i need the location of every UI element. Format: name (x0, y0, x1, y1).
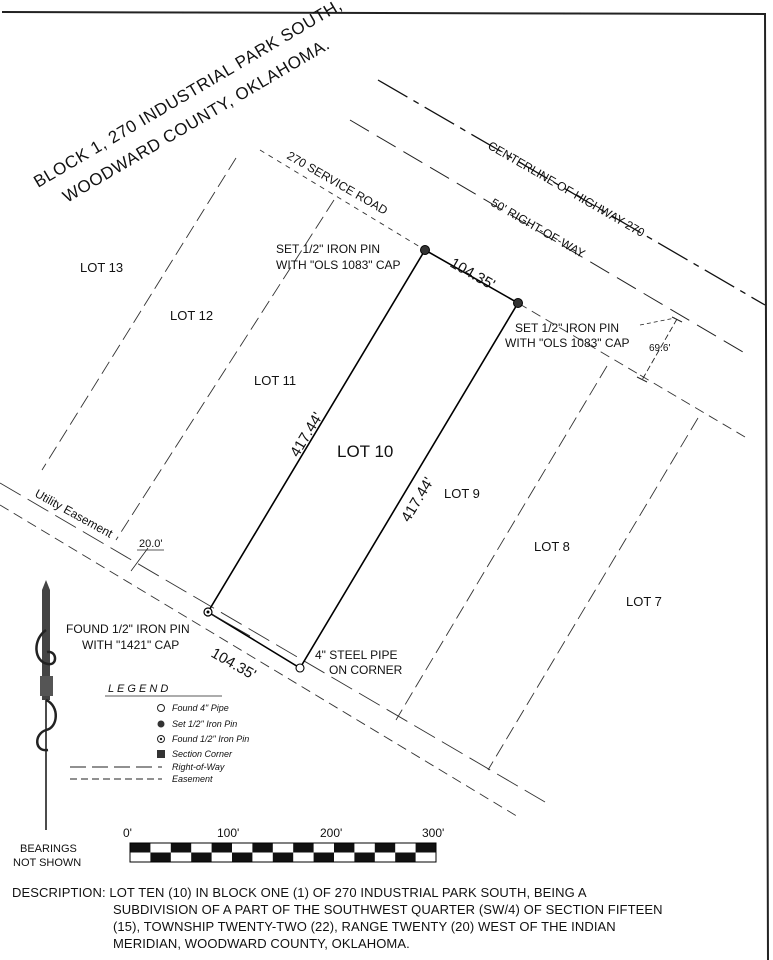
bearings-note-line-2: NOT SHOWN (13, 857, 81, 869)
steel-pipe-line-1: 4" STEEL PIPE (315, 648, 398, 662)
scale-bar-cell (232, 852, 253, 862)
east-side-dim: 417.44' (398, 474, 438, 525)
scale-bar-cell (313, 852, 334, 862)
scale-bar-cell (170, 843, 192, 853)
found-iron-pin-marker-dot (206, 610, 210, 614)
frame-border (1, 11, 769, 960)
highway-centerline (377, 79, 766, 306)
lot-line-9-8 (395, 365, 608, 721)
found-pin-line-1: FOUND 1/2" IRON PIN (66, 622, 190, 636)
rear-frontage-dim: 104.35' (208, 645, 259, 684)
row-offset-tick-bottom (636, 376, 648, 383)
set-iron-pin-marker (420, 245, 430, 255)
scale-bar-cell (252, 843, 273, 853)
lot-line-13-12 (41, 157, 237, 471)
legend-set-pin-icon (157, 720, 165, 728)
scale-bar-cells (130, 843, 436, 862)
scale-bar-cell (415, 843, 436, 853)
right-of-way-label: 50' RIGHT-OF-WAY (489, 195, 588, 260)
row-offset-dim-line (641, 318, 678, 381)
legend-label: Set 1/2" Iron Pin (172, 719, 237, 729)
lot-12-label: LOT 12 (170, 308, 213, 323)
scale-bar-frame (129, 842, 437, 863)
description-label: DESCRIPTION: (12, 885, 106, 900)
utility-easement-line-upper (0, 482, 546, 803)
lot-line-8-7 (487, 417, 699, 771)
lot-13-label: LOT 13 (80, 260, 123, 275)
lot-10-dim-ext (207, 611, 251, 637)
scale-tick-label: 100' (217, 826, 239, 840)
row-offset-dim: 69.6' (649, 343, 670, 354)
lot-8-label: LOT 8 (534, 539, 570, 554)
easement-dim-left (130, 547, 149, 572)
set-pin-b-line-1: SET 1/2" IRON PIN (515, 321, 619, 335)
easement-width-dim: 20.0' (139, 538, 163, 550)
found-steel-pipe-marker (295, 663, 305, 673)
north-arrow-icon (35, 580, 57, 830)
found-pin-line-2: WITH "1421" CAP (82, 638, 179, 652)
service-road-front-line (517, 302, 641, 376)
legend-label: Right-of-Way (172, 762, 225, 772)
legend-found-pipe-icon (157, 704, 165, 712)
centerline-label: CENTERLINE OF HIGHWAY 270 (486, 138, 648, 240)
scale-bar-cell (150, 852, 171, 862)
plat-title-line-2: WOODWARD COUNTY, OKLAHOMA. (59, 35, 333, 207)
legend-title: L E G E N D (108, 683, 168, 695)
legend-label: Easement (172, 774, 213, 784)
scale-bar-cell (354, 852, 375, 862)
legend-section-corner-icon (157, 750, 165, 758)
lot-10-label: LOT 10 (337, 442, 393, 461)
scale-bar-cell (272, 852, 294, 862)
set-iron-pin-marker (513, 298, 523, 308)
scale-bar-cell (293, 843, 314, 853)
description-line-2: SUBDIVISION OF A PART OF THE SOUTHWEST Q… (113, 902, 663, 917)
description-line-1: DESCRIPTION: LOT TEN (10) IN BLOCK ONE (… (12, 884, 767, 901)
scale-tick-label: 200' (320, 826, 342, 840)
scale-tick-label: 0' (123, 826, 132, 840)
utility-easement-label: Utility Easement (33, 486, 116, 541)
utility-easement-line-lower (0, 504, 521, 819)
description-line-3: (15), TOWNSHIP TWENTY-TWO (22), RANGE TW… (113, 919, 616, 934)
top-frontage-dim: 104.35' (447, 255, 498, 294)
description-line-4: MERIDIAN, WOODWARD COUNTY, OKLAHOMA. (113, 936, 410, 951)
set-pin-b-line-2: WITH "OLS 1083" CAP (505, 336, 630, 350)
lot-7-label: LOT 7 (626, 594, 662, 609)
scale-bar-cell (395, 852, 416, 862)
set-pin-a-line-1: SET 1/2" IRON PIN (276, 242, 380, 256)
bearings-note-line-1: BEARINGS (20, 843, 77, 855)
row-offset-tick-top (671, 316, 683, 323)
service-road-line (259, 149, 426, 251)
lot-9-label: LOT 9 (444, 486, 480, 501)
scale-bar-cell (374, 843, 396, 853)
row-offset-ext (639, 317, 676, 326)
description-text: LOT TEN (10) IN BLOCK ONE (1) OF 270 IND… (109, 885, 587, 900)
scale-bar-cell (191, 852, 212, 862)
scale-bar: 0' 100' 200' 300' (123, 826, 444, 863)
lot-line-12-11 (115, 199, 335, 541)
west-side-dim: 417.44' (287, 409, 327, 460)
legend: L E G E N D Found 4" Pipe Set 1/2" Iron … (70, 683, 249, 784)
scale-bar-cell (334, 843, 355, 853)
scale-tick-label: 300' (422, 826, 444, 840)
steel-pipe-line-2: ON CORNER (329, 663, 403, 677)
service-road-label: 270 SERVICE ROAD (285, 148, 391, 217)
legend-label: Found 1/2" Iron Pin (172, 734, 249, 744)
legal-description: DESCRIPTION: LOT TEN (10) IN BLOCK ONE (… (12, 884, 767, 952)
front-lot-line-east (639, 374, 746, 438)
lot-11-label: LOT 11 (254, 373, 296, 388)
set-pin-a-line-2: WITH "OLS 1083" CAP (276, 258, 401, 272)
legend-label: Found 4" Pipe (172, 703, 229, 713)
legend-found-pin-dot (159, 737, 163, 741)
right-of-way-line (349, 119, 749, 356)
legend-label: Section Corner (172, 749, 233, 759)
scale-bar-cell (130, 843, 151, 853)
scale-bar-cell (211, 843, 232, 853)
